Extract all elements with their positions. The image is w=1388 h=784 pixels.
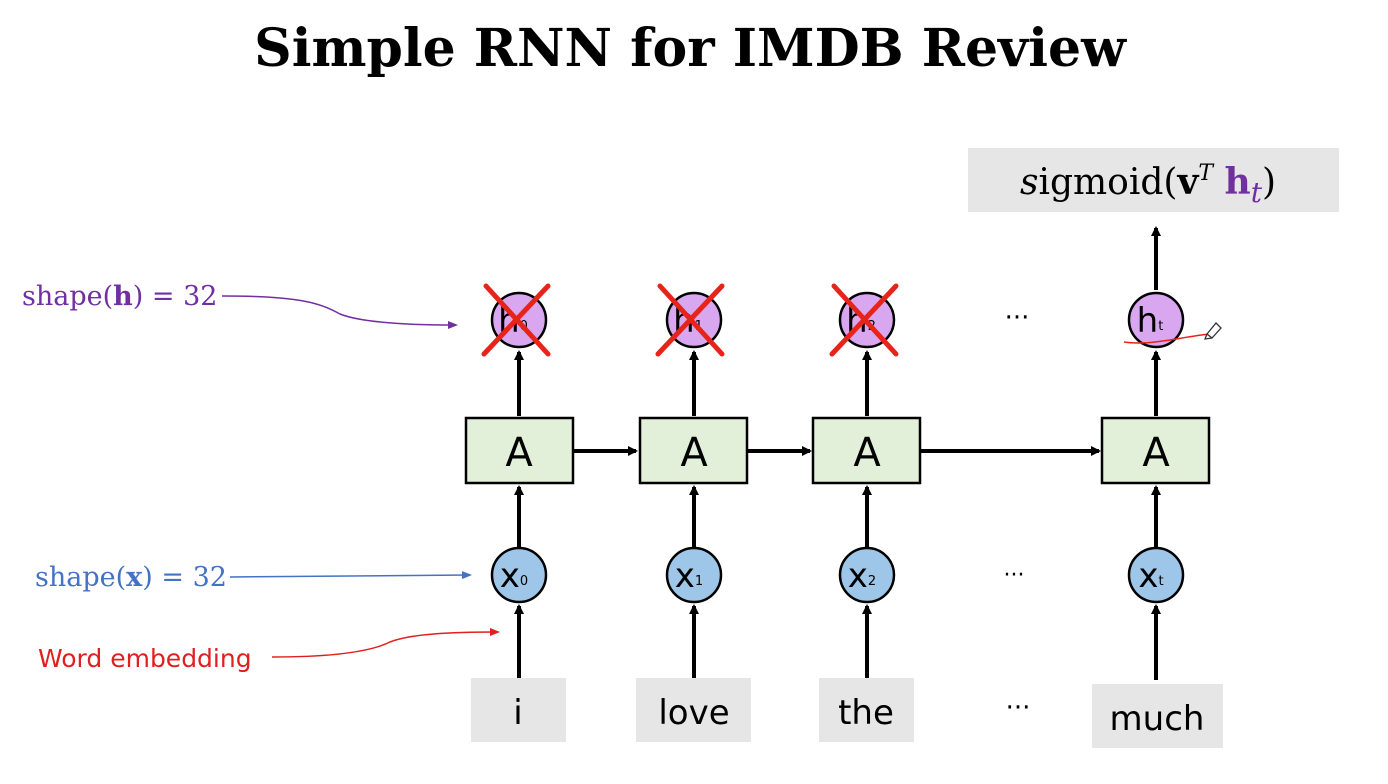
word-embedding-arrow	[271, 628, 500, 658]
word-embedding-label: Word embedding	[38, 644, 252, 673]
output-sub: t	[1251, 176, 1263, 209]
ellipsis-h: ···	[1005, 303, 1030, 333]
word-label: i	[513, 693, 522, 733]
red-underline-mark	[1123, 333, 1211, 344]
output-box	[968, 148, 1339, 212]
shape-x-arrow	[229, 571, 472, 580]
x-node-label: xt	[1138, 556, 1163, 596]
cross-out-mark	[481, 283, 551, 357]
pen-cursor-icon	[1203, 322, 1222, 340]
output-formula: sigmoid(vT ht)	[1020, 161, 1276, 209]
x-node-label: x1	[675, 556, 703, 596]
rnn-cell-label: A	[680, 430, 708, 476]
rnn-cell	[464, 416, 575, 485]
shape-x-label: shape(x) = 32	[35, 562, 227, 593]
h-node	[1127, 291, 1185, 349]
page-title: Simple RNN for IMDB Review	[254, 18, 1127, 79]
rnn-cell-label: A	[853, 430, 881, 476]
output-func-s: s	[1020, 162, 1038, 203]
ellipsis-word: ···	[1006, 693, 1031, 723]
word-label: the	[838, 693, 894, 733]
rnn-cell	[811, 416, 922, 485]
x-node-label: x0	[500, 556, 528, 596]
cross-out-mark	[655, 283, 725, 357]
rnn-cell	[1100, 416, 1211, 485]
output-v: v	[1176, 161, 1199, 203]
output-close: )	[1262, 162, 1276, 203]
rnn-cell-label: A	[505, 430, 533, 476]
word-label: love	[658, 693, 729, 733]
word-box	[471, 678, 566, 742]
x-node	[665, 546, 723, 604]
output-h: h	[1225, 161, 1251, 203]
rnn-cell-label: A	[1142, 430, 1170, 476]
word-box	[636, 678, 751, 742]
x-node-label: x2	[848, 556, 876, 596]
word-box	[1092, 684, 1223, 748]
x-node	[1127, 546, 1185, 604]
shape-h-arrow	[221, 295, 458, 329]
rnn-cell	[638, 416, 749, 485]
output-func-rest: igmoid	[1038, 162, 1163, 203]
column-2: the x2 A h2	[811, 283, 922, 742]
column-t: much xt A ht	[1092, 291, 1223, 748]
output-sup: T	[1198, 161, 1215, 186]
cross-out-mark	[829, 283, 899, 357]
word-box	[819, 678, 914, 742]
h-node-label: ht	[1137, 301, 1164, 341]
word-label: much	[1110, 699, 1205, 739]
ellipsis-x: ···	[1004, 563, 1025, 588]
x-node	[838, 546, 896, 604]
column-0: i x0 A h0	[464, 283, 575, 742]
x-node	[490, 546, 548, 604]
column-1: love x1 A h1	[636, 283, 751, 742]
shape-h-label: shape(h) = 32	[22, 281, 217, 312]
output-open: (	[1163, 162, 1177, 203]
